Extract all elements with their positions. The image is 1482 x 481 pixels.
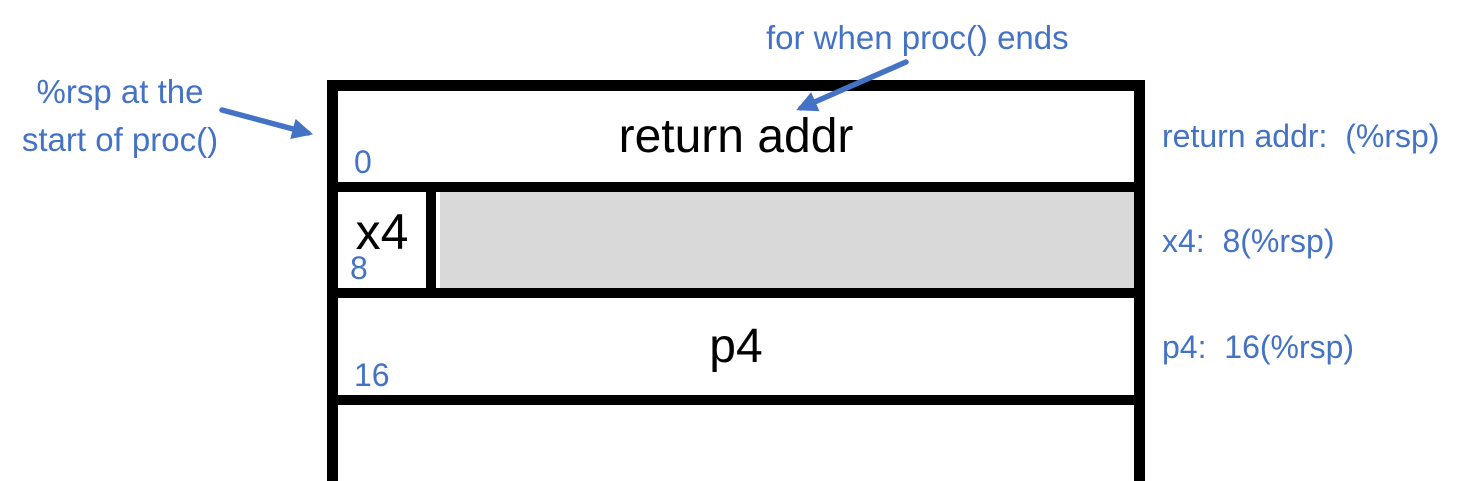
row-divider	[338, 288, 1134, 298]
side-note-p4: p4: 16(%rsp)	[1162, 329, 1355, 365]
stack-row-p4: p4 16	[338, 298, 1134, 395]
return-addr-callout-label: for when proc() ends	[766, 19, 1069, 56]
row-divider	[338, 395, 1134, 405]
stack-row-x4: x4 8	[338, 192, 1134, 288]
side-note-return-addr: return addr: (%rsp)	[1162, 118, 1440, 154]
row-divider	[338, 182, 1134, 192]
stack-row-empty	[338, 405, 1134, 481]
offset-0-label: 0	[354, 144, 372, 180]
stack-row-return-addr: return addr 0	[338, 91, 1134, 182]
rsp-callout-line1: %rsp at the	[36, 73, 204, 110]
p4-cell-label: p4	[709, 319, 763, 373]
return-addr-cell-label: return addr	[618, 109, 854, 163]
cell-divider	[426, 192, 436, 288]
x4-cell: x4 8	[338, 192, 426, 288]
rsp-callout-line2: start of proc()	[21, 121, 219, 158]
rsp-callout-label: %rsp at the start of proc()	[4, 68, 236, 164]
shaded-padding-region	[440, 192, 1134, 288]
offset-16-label: 16	[354, 357, 390, 393]
side-note-x4: x4: 8(%rsp)	[1162, 223, 1335, 259]
offset-8-label: 8	[350, 250, 368, 286]
cell-gap	[436, 192, 440, 288]
x4-cell-label: x4	[355, 204, 409, 260]
stack-box: return addr 0 x4 8 p4 16	[327, 80, 1145, 481]
